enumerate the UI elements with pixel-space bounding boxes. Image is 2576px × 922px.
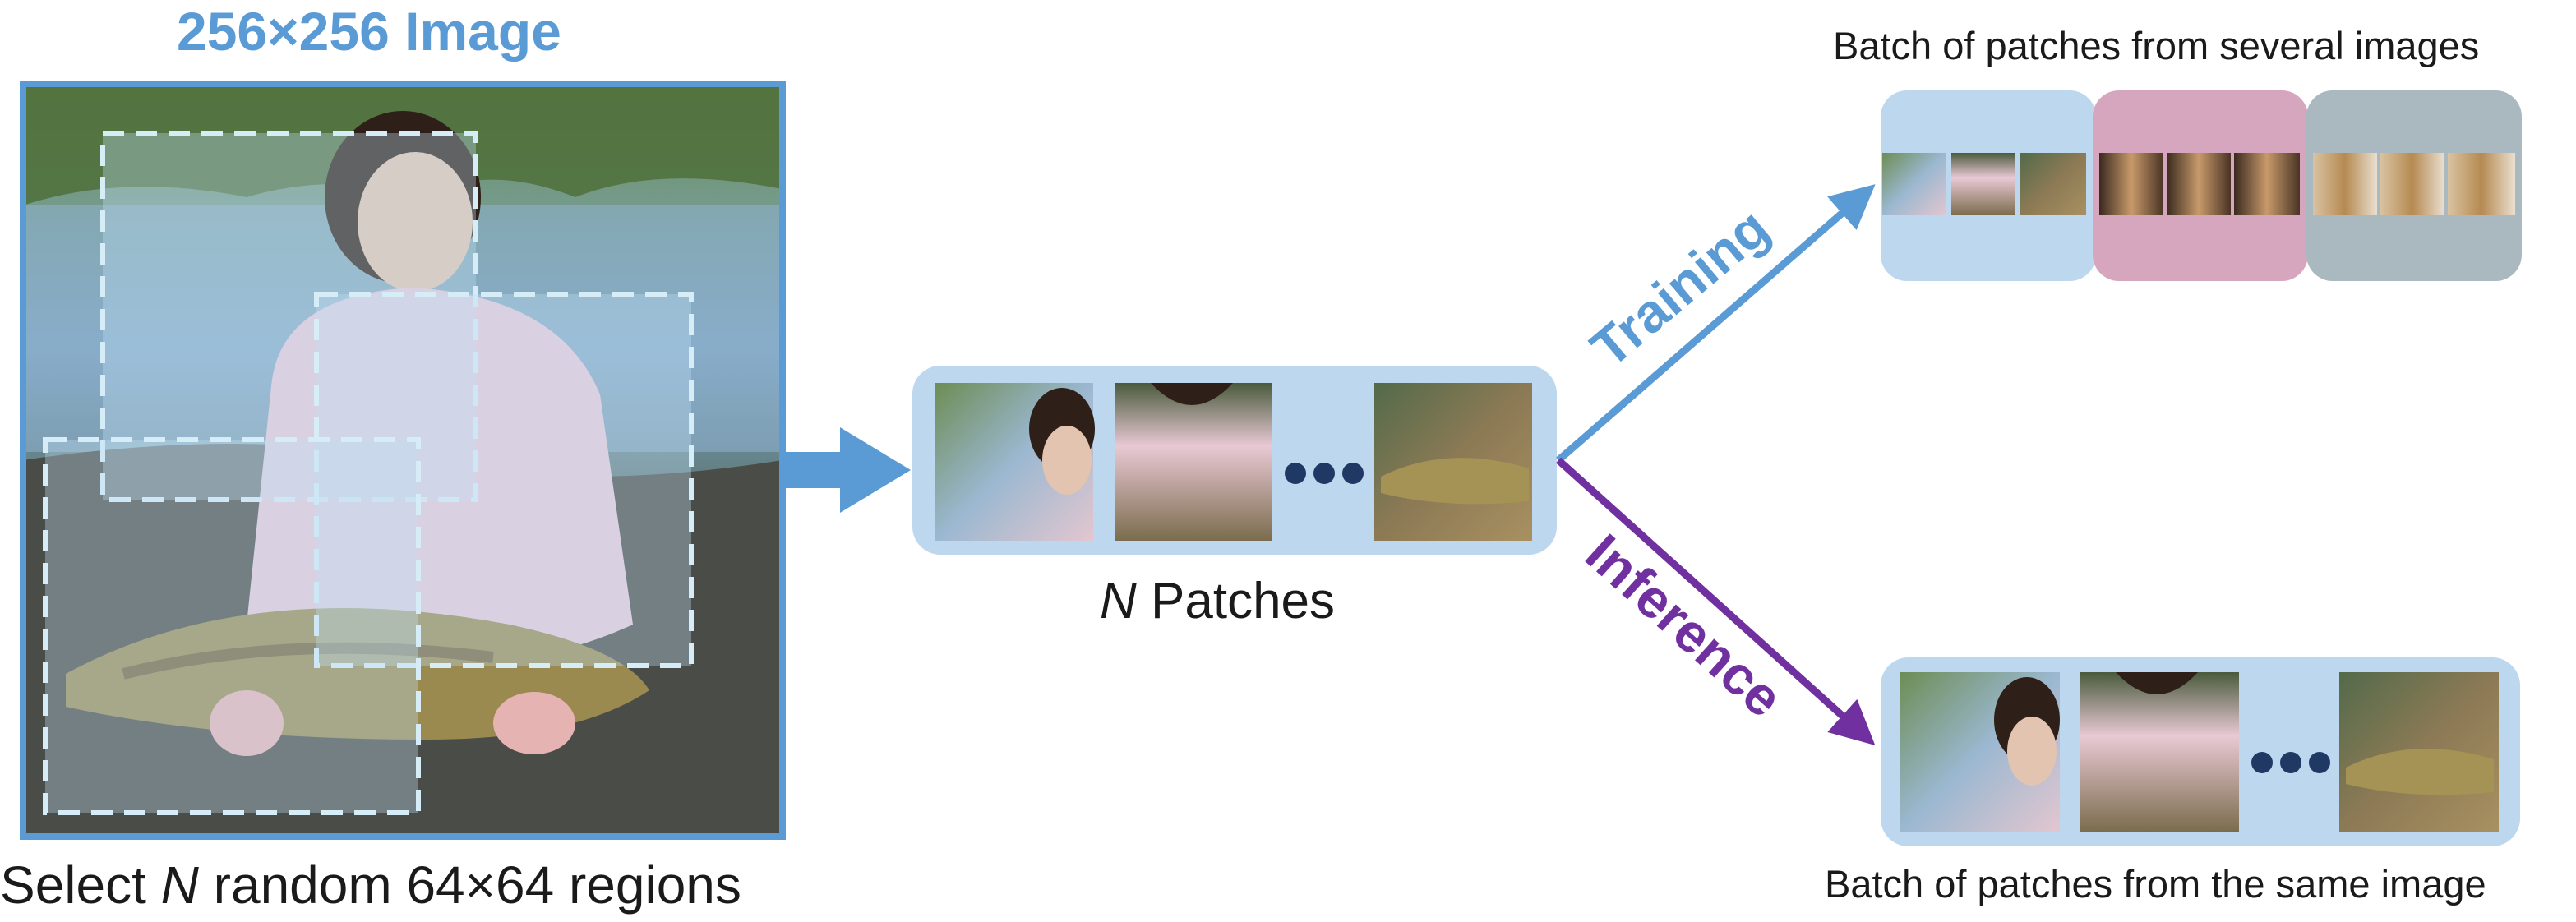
patches-container (912, 366, 1557, 555)
ellipsis-dot (2309, 752, 2330, 773)
inference-batch (1881, 657, 2520, 846)
patches-text: Patches (1136, 573, 1336, 629)
training-patch (2020, 153, 2086, 215)
patches-caption: N Patches (1100, 572, 1335, 630)
caption-var-n: N (160, 855, 199, 915)
inference-label: Inference (1575, 522, 1795, 728)
patch-2 (1115, 383, 1272, 541)
training-patch (2380, 153, 2444, 215)
region-3 (43, 437, 421, 815)
patches-var-n: N (1100, 573, 1137, 629)
inference-patch (2080, 672, 2239, 832)
training-batch (1881, 90, 2522, 281)
ellipsis-dot (1285, 463, 1306, 484)
ellipsis-dot (1313, 463, 1335, 484)
caption-before: Select (0, 855, 161, 915)
training-patch (2234, 153, 2300, 215)
source-image (20, 81, 786, 840)
training-patch (2448, 153, 2515, 215)
training-patch (1882, 153, 1946, 215)
training-arrow (1556, 184, 1876, 463)
inference-batch-caption: Batch of patches from the same image (1825, 862, 2486, 906)
ellipsis-dot (2280, 752, 2301, 773)
source-image-title: 256×256 Image (177, 1, 561, 62)
select-arrow (785, 427, 911, 513)
inference-arrow (1555, 457, 1876, 746)
training-patch (2313, 153, 2377, 215)
training-patch (2167, 153, 2231, 215)
region-2 (314, 292, 694, 668)
training-batch-caption: Batch of patches from several images (1833, 24, 2480, 67)
caption-after: random 64×64 regions (198, 855, 741, 915)
training-patch (2099, 153, 2163, 215)
ellipsis-dot (1342, 463, 1364, 484)
source-image-caption: Select N random 64×64 regions (0, 855, 741, 915)
random-regions (43, 131, 694, 815)
training-patch (1951, 153, 2015, 215)
ellipsis-dot (2251, 752, 2273, 773)
